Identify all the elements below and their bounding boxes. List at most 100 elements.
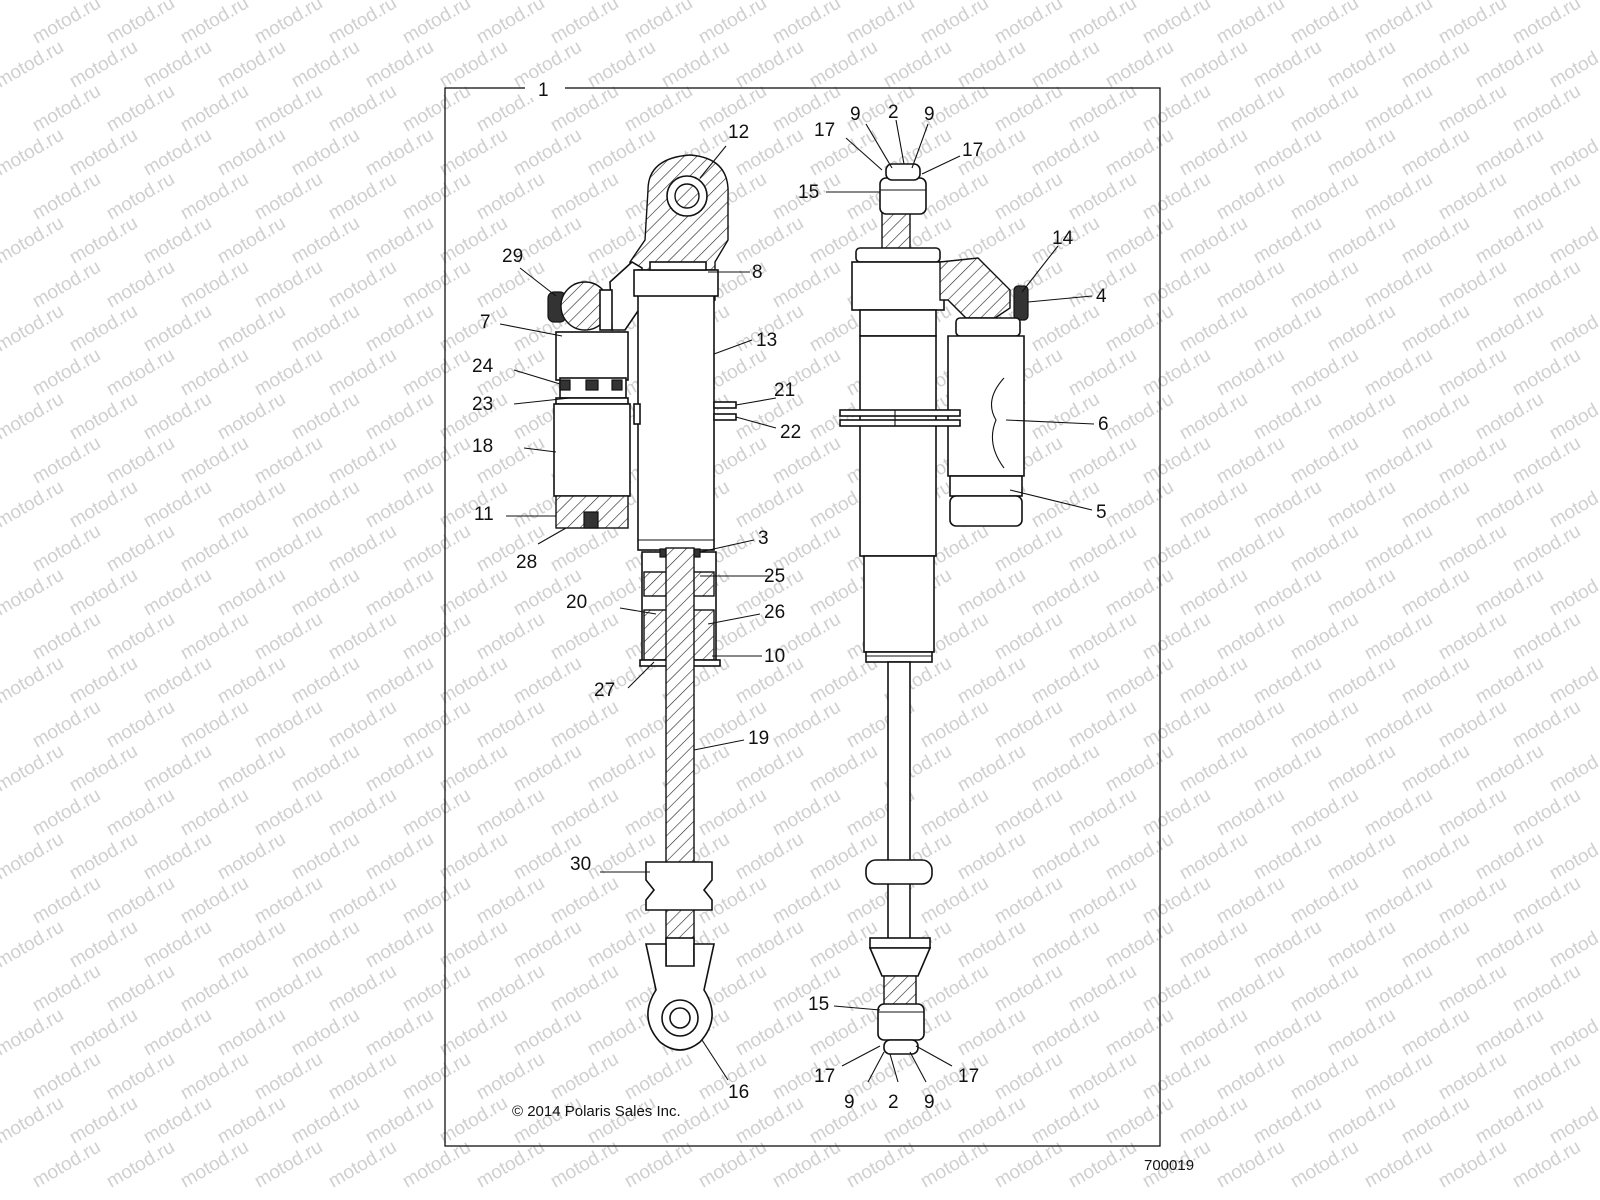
watermark-text: motod.ru [1028, 653, 1103, 709]
watermark-text: motod.ru [1435, 961, 1510, 1017]
watermark-text: motod.ru [1324, 653, 1399, 709]
watermark-text: motod.ru [362, 741, 437, 797]
watermark-text: motod.ru [140, 477, 215, 533]
watermark-text: motod.ru [436, 37, 511, 93]
watermark-text: motod.ru [1324, 301, 1399, 357]
watermark-text: motod.ru [29, 785, 104, 841]
watermark-text: motod.ru [1287, 433, 1362, 489]
watermark-text: motod.ru [1176, 1005, 1251, 1061]
watermark-text: motod.ru [325, 1137, 400, 1193]
watermark-text: motod.ru [917, 697, 992, 753]
watermark-text: motod.ru [1472, 1005, 1547, 1061]
watermark-text: motod.ru [1361, 521, 1436, 577]
watermark-text: motod.ru [1139, 169, 1214, 225]
watermark-text: motod.ru [621, 1049, 696, 1105]
watermark-text: motod.ru [954, 1005, 1029, 1061]
watermark-text: motod.ru [954, 653, 1029, 709]
watermark-text: motod.ru [140, 741, 215, 797]
watermark-text: motod.ru [0, 917, 67, 973]
watermark-text: motod.ru [1250, 741, 1325, 797]
watermark-text: motod.ru [473, 169, 548, 225]
watermark-text: motod.ru [29, 609, 104, 665]
callout-15-top: 15 [798, 182, 819, 203]
body-tube [859, 335, 937, 557]
watermark-text: motod.ru [1472, 213, 1547, 269]
watermark-text: motod.ru [1176, 301, 1251, 357]
watermark-text: motod.ru [806, 741, 881, 797]
watermark-text: motod.ru [1435, 433, 1510, 489]
watermark-text: motod.ru [1361, 433, 1436, 489]
watermark-text: motod.ru [547, 785, 622, 841]
watermark-text: motod.ru [1509, 521, 1584, 577]
watermark-text: motod.ru [954, 829, 1029, 885]
watermark-text: motod.ru [954, 1093, 1029, 1149]
watermark-text: motod.ru [177, 697, 252, 753]
watermark-text: motod.ru [140, 565, 215, 621]
watermark-text: motod.ru [66, 917, 141, 973]
watermark-text: motod.ru [399, 1049, 474, 1105]
watermark-text: motod.ru [1028, 389, 1103, 445]
watermark-text: motod.ru [140, 829, 215, 885]
watermark-text: motod.ru [177, 873, 252, 929]
watermark-text: motod.ru [1361, 1049, 1436, 1105]
watermark-text: motod.ru [547, 961, 622, 1017]
watermark-text: motod.ru [0, 1093, 67, 1149]
watermark-text: motod.ru [991, 785, 1066, 841]
watermark-text: motod.ru [436, 741, 511, 797]
watermark-text: motod.ru [1435, 785, 1510, 841]
watermark-text: motod.ru [0, 829, 67, 885]
watermark-text: motod.ru [473, 0, 548, 48]
watermark-text: motod.ru [1213, 433, 1288, 489]
watermark-text: motod.ru [1176, 829, 1251, 885]
watermark-text: motod.ru [1509, 785, 1584, 841]
watermark-text: motod.ru [251, 169, 326, 225]
watermark-text: motod.ru [1139, 873, 1214, 929]
watermark-text: motod.ru [103, 0, 178, 48]
watermark-text: motod.ru [325, 0, 400, 48]
watermark-text: motod.ru [325, 697, 400, 753]
watermark-text: motod.ru [0, 741, 67, 797]
watermark-text: motod.ru [288, 1005, 363, 1061]
watermark-text: motod.ru [140, 37, 215, 93]
callout-29: 29 [502, 246, 523, 267]
watermark-text: motod.ru [547, 609, 622, 665]
watermark-text: motod.ru [1028, 477, 1103, 533]
watermark-text: motod.ru [1398, 565, 1473, 621]
bumper-ext [865, 859, 933, 885]
watermark-text: motod.ru [1324, 917, 1399, 973]
callout-9-bottom-left: 9 [844, 1092, 855, 1113]
watermark-text: motod.ru [1028, 37, 1103, 93]
watermark-text: motod.ru [510, 125, 585, 181]
watermark-text: motod.ru [29, 257, 104, 313]
watermark-text: motod.ru [66, 1005, 141, 1061]
watermark-text: motod.ru [1139, 961, 1214, 1017]
watermark-text: motod.ru [325, 1049, 400, 1105]
watermark-text: motod.ru [214, 37, 289, 93]
watermark-text: motod.ru [1250, 389, 1325, 445]
diagram-frame [444, 87, 1161, 1147]
watermark-text: motod.ru [1139, 81, 1214, 137]
watermark-text: motod.ru [29, 0, 104, 48]
watermark-text: motod.ru [399, 1137, 474, 1193]
watermark-text: motod.ru [103, 169, 178, 225]
watermark-text: motod.ru [1250, 829, 1325, 885]
watermark-text: motod.ru [1250, 301, 1325, 357]
callout-14: 14 [1052, 228, 1074, 249]
watermark-text: motod.ru [1139, 1049, 1214, 1105]
watermark-text: motod.ru [732, 829, 807, 885]
watermark-text: motod.ru [1361, 697, 1436, 753]
watermark-text: motod.ru [1435, 609, 1510, 665]
callout-frame: 1 [538, 80, 549, 101]
watermark-text: motod.ru [214, 565, 289, 621]
watermark-text: motod.ru [1250, 125, 1325, 181]
callout-27: 27 [594, 680, 615, 701]
watermark-text: motod.ru [103, 873, 178, 929]
watermark-text: motod.ru [66, 301, 141, 357]
watermark-text: motod.ru [1435, 873, 1510, 929]
watermark-text: motod.ru [584, 37, 659, 93]
shock-external-view [839, 163, 1029, 1055]
watermark-text: motod.ru [954, 917, 1029, 973]
watermark-text: motod.ru [177, 1137, 252, 1193]
watermark-text: motod.ru [1287, 1137, 1362, 1193]
watermark-text: motod.ru [140, 213, 215, 269]
